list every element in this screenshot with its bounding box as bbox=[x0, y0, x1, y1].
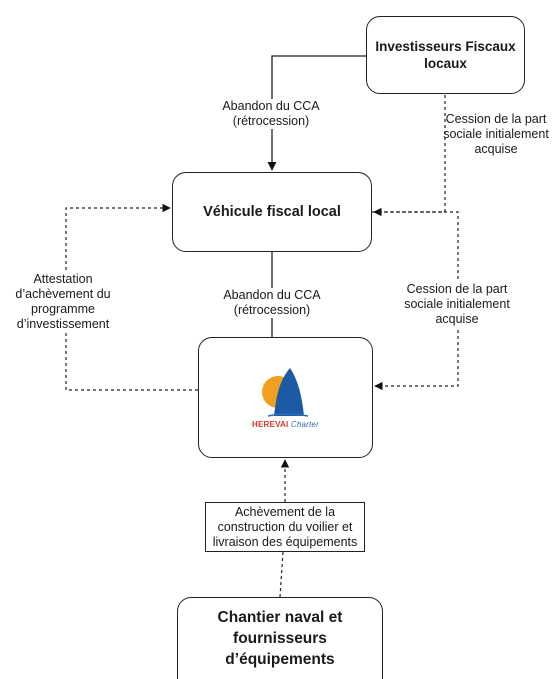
edge-label-abandon-mid: Abandon du CCA (rétrocession) bbox=[216, 288, 328, 318]
chantier-label: Chantier naval et fournisseurs d’équipem… bbox=[217, 609, 343, 668]
vehicule-label: Véhicule fiscal local bbox=[203, 204, 341, 220]
sail-icon bbox=[273, 368, 304, 416]
logo-wordmark: HEREVAI Charter bbox=[252, 420, 319, 429]
investors-node: Investisseurs Fiscaux locaux bbox=[366, 16, 525, 94]
herevai-logo-icon bbox=[261, 368, 308, 417]
edge-label-cession-mid: Cession de la part sociale initialement … bbox=[398, 282, 516, 327]
logo-brand-red: HEREVAI bbox=[252, 420, 289, 429]
edge-cession-top bbox=[373, 95, 446, 217]
edge-label-attestation: Attestation d’achèvement du programme d’… bbox=[4, 272, 122, 332]
edge-achevement-lower bbox=[279, 551, 284, 598]
investors-label: Investisseurs Fiscaux locaux bbox=[375, 39, 516, 71]
achevement-node: Achèvement de la construction du voilier… bbox=[205, 502, 365, 552]
logo-brand-blue: Charter bbox=[290, 420, 319, 429]
chantier-node: Chantier naval et fournisseurs d’équipem… bbox=[177, 597, 383, 679]
edge-label-abandon-top: Abandon du CCA (rétrocession) bbox=[216, 99, 326, 129]
achevement-label: Achèvement de la construction du voilier… bbox=[212, 504, 358, 549]
edge-cession-mid bbox=[372, 211, 459, 391]
vehicule-node: Véhicule fiscal local bbox=[172, 172, 372, 252]
edge-abandon-top bbox=[267, 55, 366, 171]
edge-label-cession-top: Cession de la part sociale initialement … bbox=[443, 112, 549, 156]
herevai-node: HEREVAI Charter bbox=[198, 337, 373, 458]
